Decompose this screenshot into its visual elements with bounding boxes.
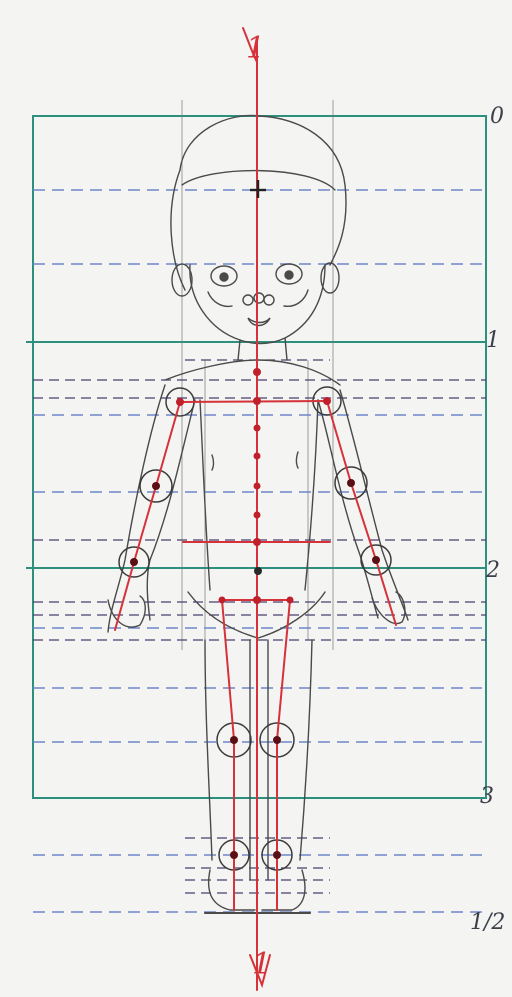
joint-dot: [254, 512, 261, 519]
dark-guides: [33, 360, 486, 893]
left-arm-outer: [108, 385, 165, 632]
left-leg-bone: [222, 600, 234, 910]
joint-dot: [254, 453, 261, 460]
left-pupil: [220, 273, 228, 281]
nose-left: [243, 295, 253, 305]
joint-dot: [273, 851, 281, 859]
scale-label-3: 3: [480, 786, 494, 808]
right-arm-outer: [340, 390, 408, 620]
joint-dot: [130, 558, 138, 566]
cheek-right: [284, 290, 308, 306]
scale-label-half: 1/2: [470, 912, 505, 934]
mouth: [248, 318, 270, 326]
blue-guides: [33, 190, 486, 912]
axis-bottom-label: 1: [252, 950, 271, 980]
head-crosshair: [250, 180, 266, 198]
joint-dot: [230, 851, 238, 859]
joint-dot: [230, 736, 238, 744]
joint-dot: [219, 597, 226, 604]
cheek-left: [208, 292, 232, 306]
joint-dot: [254, 425, 261, 432]
joint-dot: [253, 596, 261, 604]
scale-label-0: 0: [490, 106, 504, 128]
joint-dot: [152, 482, 160, 490]
right-leg: [268, 640, 312, 880]
right-pupil: [285, 271, 293, 279]
joint-dot: [347, 479, 355, 487]
joint-dot: [253, 538, 261, 546]
right-arm-inner: [318, 400, 378, 618]
joint-dot: [176, 398, 184, 406]
joint-dot: [253, 368, 261, 376]
joint-dots: [130, 368, 380, 859]
joint-dot: [372, 556, 380, 564]
axis-top-label: 1: [246, 34, 265, 64]
red-skeleton: [115, 28, 396, 990]
nose-center: [254, 293, 264, 303]
right-arm-bone: [327, 401, 396, 625]
joint-dot: [254, 567, 262, 575]
joint-dot: [273, 736, 281, 744]
joint-dot: [323, 397, 331, 405]
shoulders: [165, 360, 340, 385]
joint-dot: [254, 483, 261, 490]
nose-right: [264, 295, 274, 305]
joint-dot: [287, 597, 294, 604]
scale-label-1: 1: [486, 330, 500, 352]
joint-dot: [253, 397, 261, 405]
scale-label-2: 2: [486, 560, 500, 582]
